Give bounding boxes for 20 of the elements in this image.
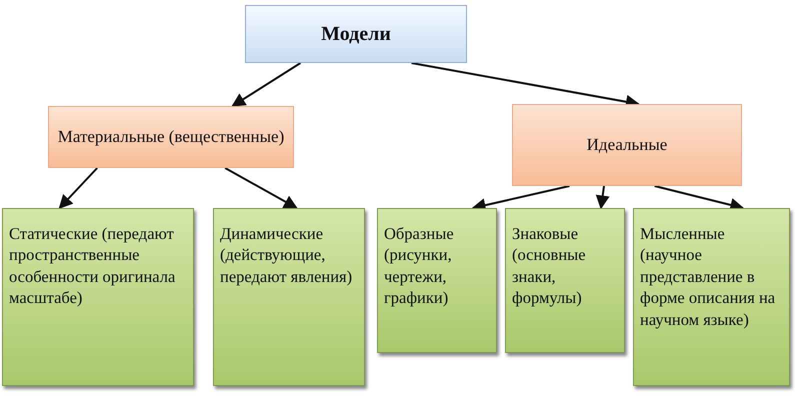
box-label: Материальные (вещественные) xyxy=(58,126,284,148)
box-label: Модели xyxy=(321,22,391,47)
box-label: Динамические (действующие, передают явления) xyxy=(220,223,354,288)
arrow xyxy=(224,167,298,209)
category-box xyxy=(377,208,497,353)
arrow xyxy=(58,167,98,210)
box-label: Идеальные xyxy=(586,134,668,156)
box-label: Статические (передают пространственные особенности оригинала масштабе) xyxy=(9,223,176,309)
box-label: Мысленные (научное представление в форме описания на научном языке) xyxy=(640,223,776,330)
category-box xyxy=(505,208,625,353)
box-label: Образные (рисунки, чертежи, графики) xyxy=(384,223,455,309)
category-box xyxy=(633,208,790,386)
arrow xyxy=(596,186,610,210)
category-box xyxy=(213,208,365,386)
arrow xyxy=(231,62,302,107)
heading-box xyxy=(48,106,294,168)
heading-box xyxy=(245,5,467,63)
category-box xyxy=(2,208,194,386)
box-label: Знаковые (основные знаки, формулы) xyxy=(512,223,587,309)
heading-box xyxy=(512,104,742,186)
